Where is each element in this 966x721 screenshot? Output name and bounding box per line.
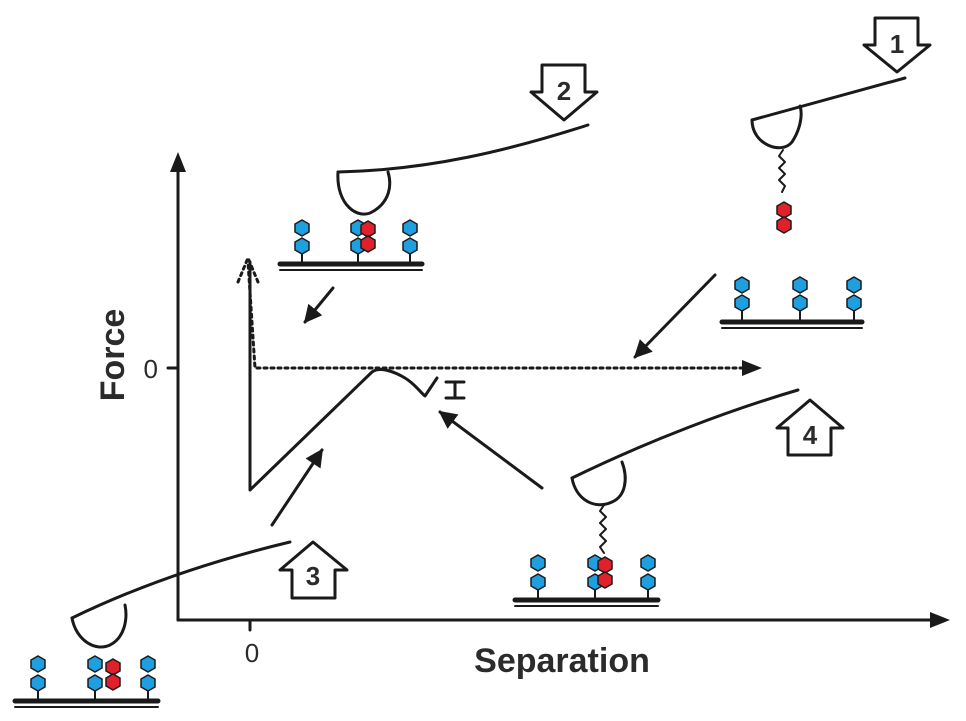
afm-tip-icon: [336, 170, 392, 216]
step-4-label: 4: [803, 420, 818, 450]
sugar-hexagon-icon: [587, 554, 603, 601]
pointer-arrow-2: [303, 286, 335, 324]
step-4-arrow-icon: 4: [775, 398, 845, 457]
ligand-hexagon-icon: [360, 220, 376, 238]
step-4-illustration: [570, 388, 800, 554]
step-1-surface: [719, 276, 865, 329]
tether-linker: [778, 149, 786, 193]
afm-tip-icon: [70, 603, 128, 649]
retract-curve: [248, 260, 439, 492]
afm-tip-icon: [750, 104, 803, 150]
ligand-hexagon-icon: [597, 571, 613, 589]
step-3-surface: [12, 655, 161, 708]
sugar-hexagon-icon: [30, 655, 46, 702]
unbinding-force-bar: [444, 380, 466, 400]
sugar-hexagon-icon: [530, 554, 546, 601]
step-1-arrow-icon: 1: [862, 16, 932, 74]
ligand-hexagon-icon: [105, 673, 121, 691]
pointer-arrow-3: [270, 448, 324, 527]
step-1-illustration: [750, 76, 907, 234]
sugar-hexagon-icon: [846, 276, 862, 323]
y-axis-label: Force: [94, 309, 132, 402]
ligand-hexagon-icon: [105, 658, 121, 676]
step-2-illustration: [336, 123, 590, 216]
pointer-arrow-1: [633, 273, 717, 359]
step-3-label: 3: [306, 561, 320, 591]
x-axis: [176, 612, 950, 628]
ligand-hexagon-icon: [776, 201, 792, 219]
approach-curve: [236, 256, 762, 376]
sugar-hexagon-icon: [734, 276, 750, 323]
sugar-hexagon-icon: [640, 554, 656, 601]
tether-linker: [599, 504, 607, 554]
ligand-hexagon-icon: [360, 235, 376, 253]
y-axis: [170, 152, 186, 622]
sugar-hexagon-icon: [87, 655, 103, 702]
afm-tip-icon: [570, 460, 627, 507]
x-axis-label: Separation: [474, 642, 650, 680]
sugar-hexagon-icon: [350, 219, 366, 265]
step-2-surface: [277, 219, 425, 271]
step-2-arrow-icon: 2: [529, 63, 599, 122]
step-1-label: 1: [890, 29, 904, 59]
pointer-arrow-4: [438, 410, 544, 490]
step-3-arrow-icon: 3: [278, 540, 349, 600]
y-zero-label: 0: [144, 354, 158, 384]
x-zero-label: 0: [245, 638, 259, 668]
sugar-hexagon-icon: [402, 219, 418, 265]
sugar-hexagon-icon: [792, 276, 808, 323]
sugar-hexagon-icon: [294, 219, 310, 265]
sugar-hexagon-icon: [140, 655, 156, 702]
step-2-label: 2: [557, 76, 571, 106]
ligand-hexagon-icon: [776, 216, 792, 234]
ligand-hexagon-icon: [597, 556, 613, 574]
step-3-illustration: [70, 540, 292, 649]
step-4-surface: [512, 554, 661, 607]
